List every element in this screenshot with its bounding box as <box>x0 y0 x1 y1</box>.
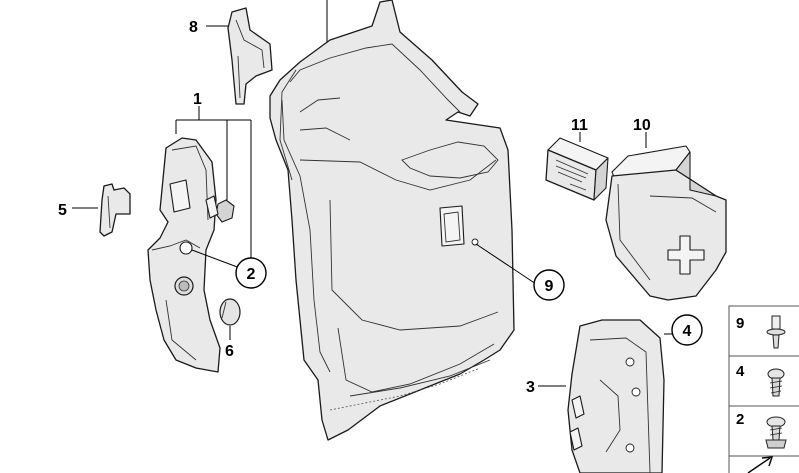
part-11-warning-triangle-box <box>545 137 609 201</box>
part-3-lower-trim <box>567 319 665 473</box>
fastener-panel: 9 4 2 <box>728 305 799 473</box>
part-10-first-aid-box <box>605 145 727 301</box>
callout-4: 4 <box>683 323 692 340</box>
callout-11: 11 <box>571 117 588 134</box>
leader-9 <box>475 243 537 285</box>
plastic-screw-icon <box>767 368 785 397</box>
expanding-nut-screw-icon <box>765 416 787 449</box>
fastener-label-3: 2 <box>736 411 744 428</box>
callout-1: 1 <box>193 91 202 108</box>
callout-8: 8 <box>189 19 198 36</box>
fastener-label-1: 9 <box>736 315 744 332</box>
callout-2: 2 <box>247 266 256 283</box>
callout-6: 6 <box>225 343 234 360</box>
part-8-bracket <box>227 7 273 105</box>
part-2-grommet <box>179 241 193 255</box>
callout-5: 5 <box>58 202 67 219</box>
callout-9: 9 <box>545 278 554 295</box>
plus-icon <box>667 235 705 275</box>
part-6-cap <box>219 298 241 326</box>
push-rivet-icon <box>766 315 786 349</box>
trunk-side-panel <box>269 0 515 441</box>
fastener-cell-4 <box>728 455 799 473</box>
callout-2-circle: 2 <box>235 257 267 289</box>
fastener-cell-2 <box>728 355 799 407</box>
callout-10: 10 <box>633 117 651 134</box>
fastener-label-2: 4 <box>736 363 745 380</box>
callout-4-circle: 4 <box>671 314 703 346</box>
leader-2 <box>191 249 241 269</box>
callout-3: 3 <box>526 379 535 396</box>
fastener-cell-1 <box>728 305 799 357</box>
fastener-cell-3 <box>728 405 799 457</box>
callout-9-circle: 9 <box>533 269 565 301</box>
part-1-pillar-trim <box>147 137 235 373</box>
part-5-bracket <box>99 183 131 237</box>
arrow-icon <box>747 456 774 473</box>
